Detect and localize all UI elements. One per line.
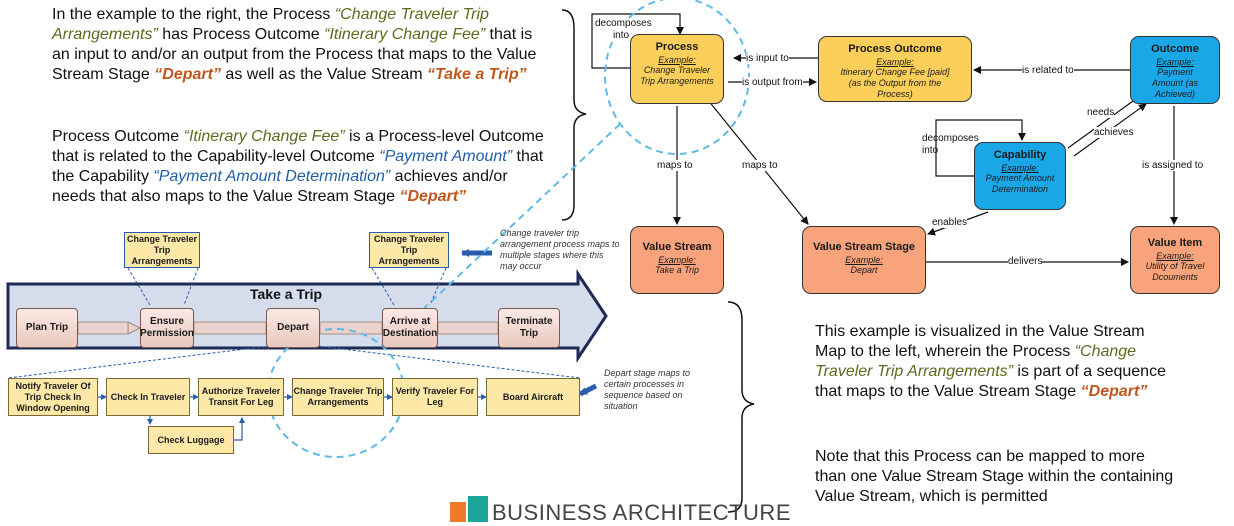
edge-label-is-related-to: is related to <box>1022 65 1074 76</box>
vsm-stage-ensure-permission: Ensure Permission <box>140 308 194 348</box>
right-brace <box>727 301 755 513</box>
edge-label-is-output-from: is output from <box>742 77 803 88</box>
vsm-stage-arrive: Arrive at Destination <box>382 308 438 348</box>
edge-label-maps-to-stage: maps to <box>742 160 778 171</box>
value-stream-stage-node: Value Stream Stage Example: Depart <box>802 226 926 294</box>
vsm-note-top: Change traveler trip arrangement process… <box>500 228 620 271</box>
vsm-process-check-in: Check In Traveler <box>106 378 190 416</box>
edge-label-is-input-to: is input to <box>746 53 789 64</box>
edge-label-needs: needs <box>1087 107 1115 118</box>
vsm-stage-terminate: Terminate Trip <box>498 308 560 348</box>
note-paragraph: Note that this Process can be mapped to … <box>815 448 1174 505</box>
vsm-title: Take a Trip <box>250 286 323 302</box>
vsm-stage-plan-trip: Plan Trip <box>16 308 78 348</box>
vsm-callout-ensure-permission: Change Traveler Trip Arrangements <box>124 232 200 268</box>
vsm-process-notify: Notify Traveler Of Trip Check In Window … <box>8 378 98 416</box>
vsm-note-bottom: Depart stage maps to certain processes i… <box>604 368 691 411</box>
capability-node: Capability Example: Payment Amount Deter… <box>974 142 1066 210</box>
vsm-process-authorize: Authorize Traveler Transit For Leg <box>198 378 284 416</box>
edge-label-decomposes-into-cap: decomposes into <box>922 133 979 156</box>
value-item-node: Value Item Example: Utility of Travel Dc… <box>1130 226 1220 294</box>
brand-logo-teal-square <box>468 496 488 522</box>
outcome-paragraph: Process Outcome “Itinerary Change Fee” i… <box>52 128 544 205</box>
edge-label-is-assigned-to: is assigned to <box>1142 160 1204 171</box>
vsm-process-board: Board Aircraft <box>486 378 580 416</box>
brand-name: BUSINESS ARCHITECTURE <box>492 500 791 525</box>
vsm-callout-arrive: Change Traveler Trip Arrangements <box>369 232 449 268</box>
vsm-process-verify: Verify Traveler For Leg <box>392 378 478 416</box>
edge-label-delivers: delivers <box>1008 256 1043 267</box>
left-brace <box>561 9 587 221</box>
edge-label-maps-to: maps to <box>657 160 693 171</box>
process-node: Process Example: Change Traveler Trip Ar… <box>630 34 724 104</box>
intro-paragraph: In the example to the right, the Process… <box>52 6 537 83</box>
visualized-paragraph: This example is visualized in the Value … <box>815 323 1166 400</box>
edge-label-achieves: achieves <box>1094 127 1134 138</box>
edge-label-enables: enables <box>932 217 968 228</box>
process-outcome-node: Process Outcome Example: Itinerary Chang… <box>818 36 972 102</box>
value-stream-node: Value Stream Example: Take a Trip <box>630 226 724 294</box>
outcome-node: Outcome Example: Payment Amount (as Achi… <box>1130 36 1220 104</box>
vsm-process-change-traveler: Change Traveler Trip Arrangements <box>292 378 384 416</box>
brand-logo-orange-square <box>450 502 466 522</box>
vsm-stage-depart: Depart <box>266 308 320 348</box>
vsm-process-check-luggage: Check Luggage <box>148 426 234 454</box>
